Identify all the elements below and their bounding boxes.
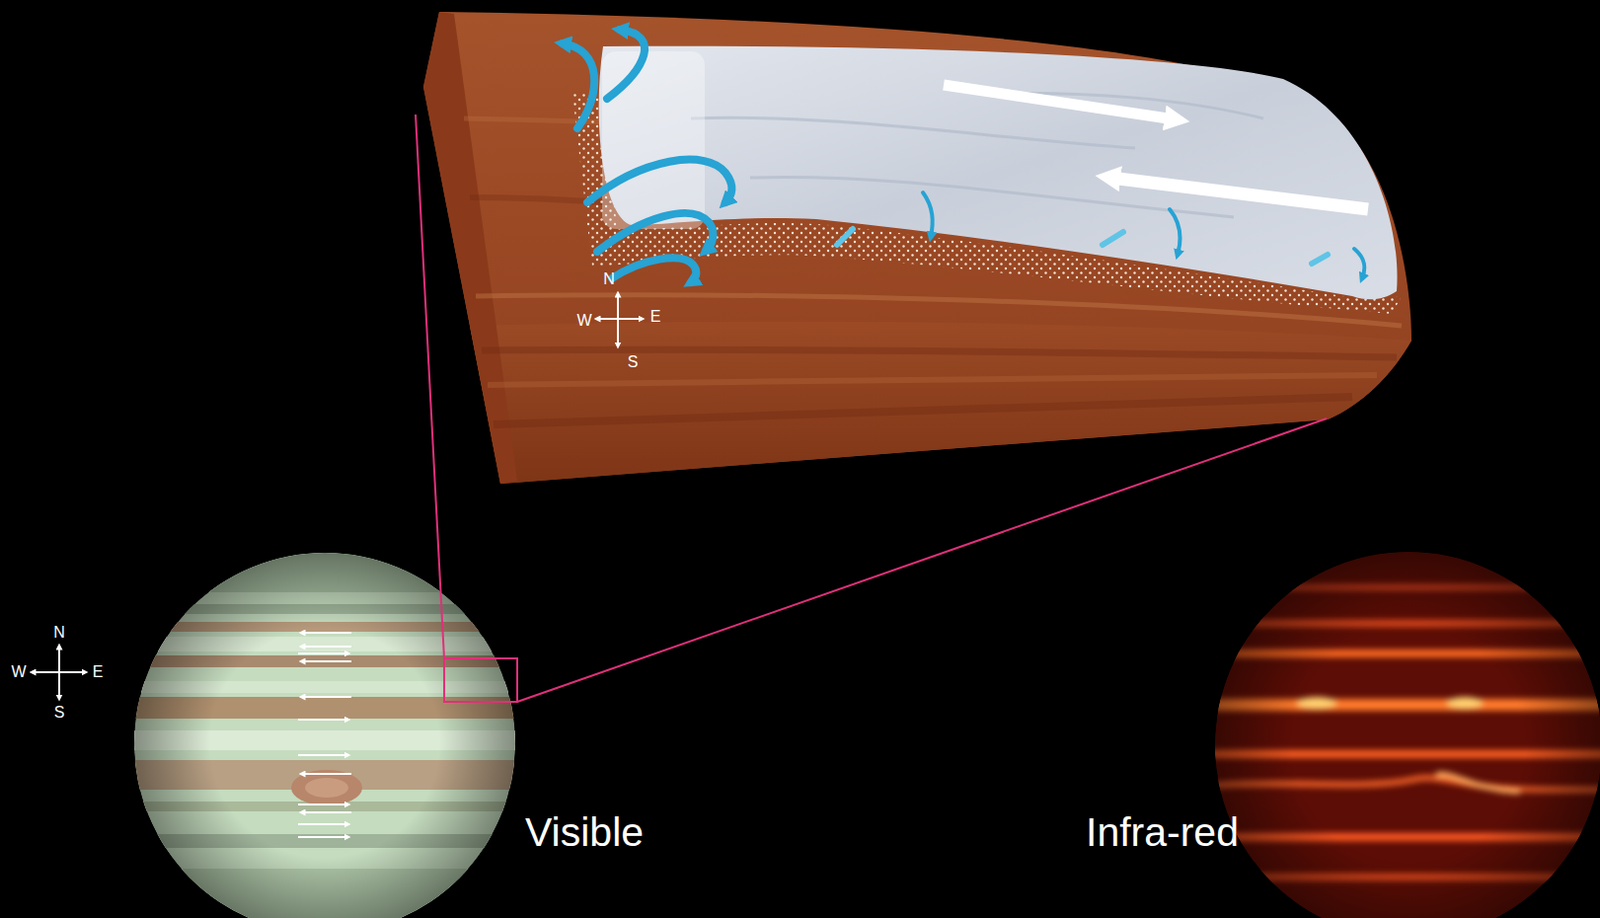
compass-arrow xyxy=(58,646,61,673)
zoom-leader xyxy=(415,114,445,659)
wind-arrow xyxy=(302,645,352,648)
block-stripe xyxy=(481,349,1397,358)
wind-arrow xyxy=(298,754,348,757)
zoom-box xyxy=(444,658,518,702)
wind-arrow xyxy=(302,631,352,634)
compass-letter: W xyxy=(10,664,26,681)
block-top-face xyxy=(423,11,1412,484)
image-caption: Visible xyxy=(525,812,644,853)
compass-letter: W xyxy=(576,312,592,329)
planet-wind-arrows xyxy=(298,632,352,838)
zoom-leader xyxy=(517,418,1327,702)
circulation-arrow xyxy=(607,29,645,99)
downdraft-arrow xyxy=(1354,248,1365,279)
updraft-dash xyxy=(1102,231,1124,245)
compass-letter: S xyxy=(627,354,639,371)
downdraft-arrow xyxy=(922,192,933,237)
wind-arrow xyxy=(298,718,348,721)
compass-letter: N xyxy=(53,624,66,641)
limb-darkening xyxy=(1215,551,1600,918)
compass-arrow xyxy=(617,317,642,320)
visible-planet xyxy=(128,547,524,918)
wind-arrow xyxy=(298,803,348,806)
compass-letter: N xyxy=(603,271,615,288)
updraft-dash xyxy=(1311,254,1328,264)
compass-arrow xyxy=(597,317,618,320)
wind-arrow xyxy=(302,660,352,663)
wind-arrow-east xyxy=(943,84,1175,120)
compass-letter: E xyxy=(650,308,662,325)
compass-letter: S xyxy=(54,704,66,721)
compass-arrow xyxy=(59,671,85,674)
compass-arrow xyxy=(58,672,61,698)
downdraft-arrows xyxy=(922,192,1365,279)
cloud-texture xyxy=(690,92,1264,218)
compass-letter: E xyxy=(92,664,104,681)
circulation-arrow xyxy=(611,257,696,283)
block-front-face xyxy=(469,321,1412,484)
circulation-arrow xyxy=(562,43,595,129)
image-caption: Infra-red xyxy=(1085,812,1239,853)
updraft-dashes xyxy=(837,228,1328,264)
compass-rose xyxy=(597,294,642,346)
wind-arrow xyxy=(302,811,352,814)
compass-rose xyxy=(32,646,85,698)
wind-arrow-west xyxy=(1110,177,1369,210)
wind-arrow xyxy=(298,836,348,839)
zoom-callout xyxy=(415,114,1327,702)
wind-arrow xyxy=(298,823,348,826)
circulation-arrows xyxy=(562,29,732,283)
downdraft-arrow xyxy=(1169,209,1181,255)
compass-arrow xyxy=(616,318,619,346)
block-stripe xyxy=(493,396,1353,425)
planet-disc xyxy=(134,552,516,918)
compass-arrow xyxy=(616,294,619,319)
compass-arrow xyxy=(32,671,60,674)
cloud-deck xyxy=(599,46,1398,301)
wind-arrow xyxy=(298,652,348,655)
block-stripe xyxy=(487,375,1377,385)
wind-arrow xyxy=(302,695,352,698)
atmosphere-block xyxy=(423,11,1412,484)
infrared-planet xyxy=(1209,551,1600,918)
circulation-arrow xyxy=(597,213,713,252)
wind-arrow xyxy=(302,772,352,775)
circulation-arrow xyxy=(587,159,732,203)
block-end-cap xyxy=(423,11,518,484)
updraft-column xyxy=(602,51,705,229)
limb-darkening xyxy=(134,552,516,918)
planet-disc xyxy=(1215,551,1600,918)
updraft-dash xyxy=(837,228,853,245)
